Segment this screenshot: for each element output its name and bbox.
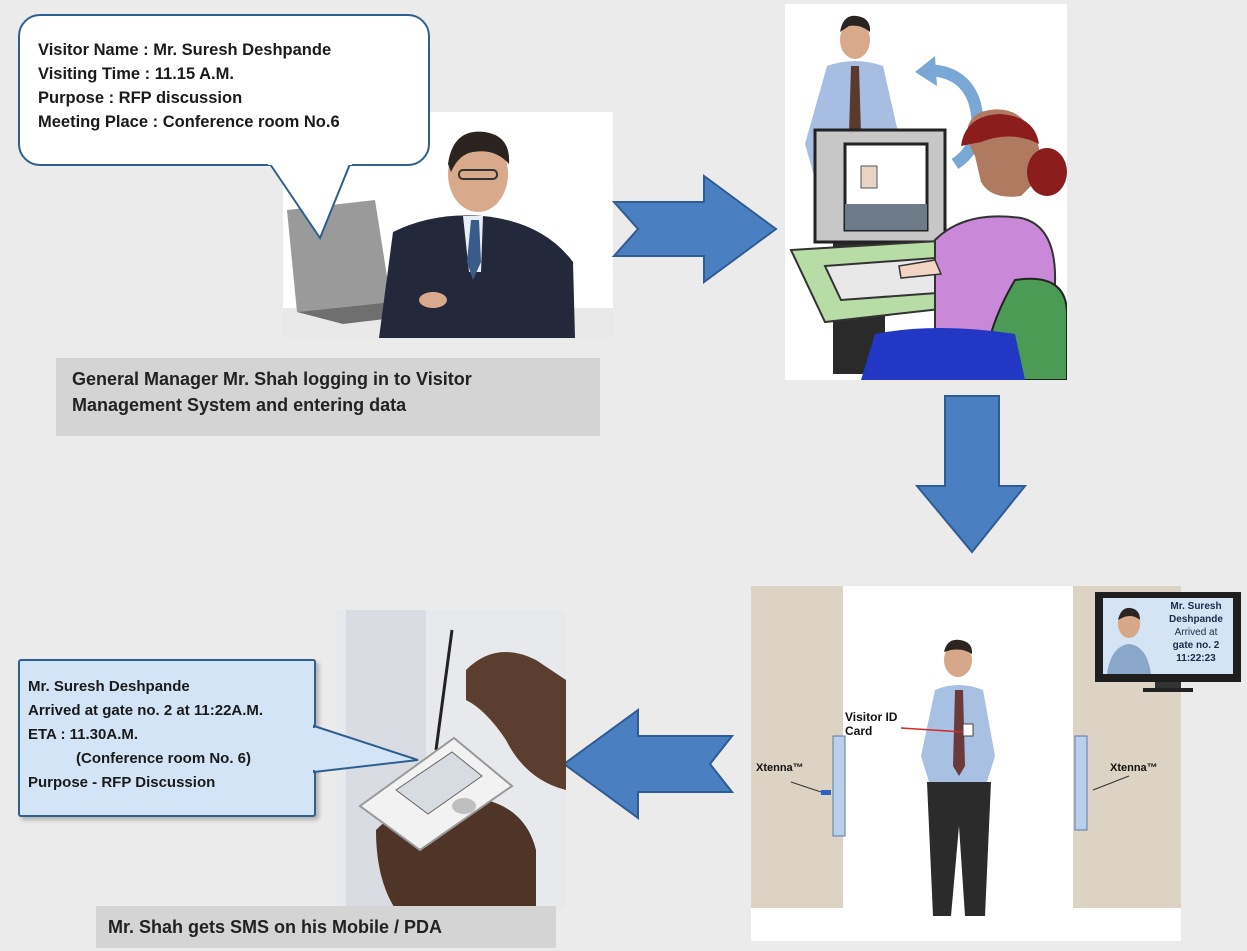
tv-monitor: Mr. Suresh Deshpande Arrived at gate no.… (1093, 590, 1243, 692)
tv-line-3: Arrived at (1174, 627, 1218, 638)
step1-caption-line-1: General Manager Mr. Shah logging in to V… (72, 369, 472, 389)
tv-line-4: gate no. 2 (1172, 640, 1220, 651)
tv-line-1: Mr. Suresh (1170, 601, 1222, 612)
sms-line-eta: ETA : 11.30A.M. (28, 726, 139, 743)
visitor-name-line: Visitor Name : Mr. Suresh Deshpande (38, 41, 332, 59)
id-card-label-line-2: Card (845, 724, 873, 738)
visitor-info-bubble: Visitor Name : Mr. Suresh Deshpande Visi… (18, 14, 430, 166)
sms-line-room: (Conference room No. 6) (76, 750, 252, 767)
reception-desk-photo (785, 4, 1067, 380)
visiting-time-line: Visiting Time : 11.15 A.M. (38, 65, 234, 83)
meeting-place-line: Meeting Place : Conference room No.6 (38, 113, 340, 131)
bubble-tail (268, 160, 352, 241)
arrow-down-icon (915, 395, 1027, 554)
step1-caption: General Manager Mr. Shah logging in to V… (56, 358, 600, 436)
visitor-id-card-label: Visitor ID Card (845, 710, 897, 738)
sms-line-purpose: Purpose - RFP Discussion (28, 774, 216, 791)
sms-bubble-tail (312, 724, 419, 774)
step1-caption-line-2: Management System and entering data (72, 395, 407, 415)
sms-message-bubble: Mr. Suresh Deshpande Arrived at gate no.… (18, 659, 316, 817)
tv-line-5: 11:22:23 (1176, 653, 1216, 664)
tv-line-2: Deshpande (1169, 614, 1223, 625)
tv-notification-text: Mr. Suresh Deshpande Arrived at gate no.… (1155, 600, 1237, 665)
id-card-label-line-1: Visitor ID (845, 710, 898, 724)
step4-caption: Mr. Shah gets SMS on his Mobile / PDA (96, 906, 556, 948)
reader-left-label: Xtenna™ (756, 762, 804, 774)
reader-right-label: Xtenna™ (1110, 762, 1158, 774)
purpose-line: Purpose : RFP discussion (38, 89, 243, 107)
sms-line-arrival: Arrived at gate no. 2 at 11:22A.M. (28, 702, 264, 719)
step4-caption-text: Mr. Shah gets SMS on his Mobile / PDA (108, 917, 443, 937)
manager-laptop-photo (283, 112, 613, 338)
arrow-left-icon (562, 708, 734, 820)
arrow-right-icon (612, 174, 778, 284)
sms-line-name: Mr. Suresh Deshpande (28, 678, 190, 695)
